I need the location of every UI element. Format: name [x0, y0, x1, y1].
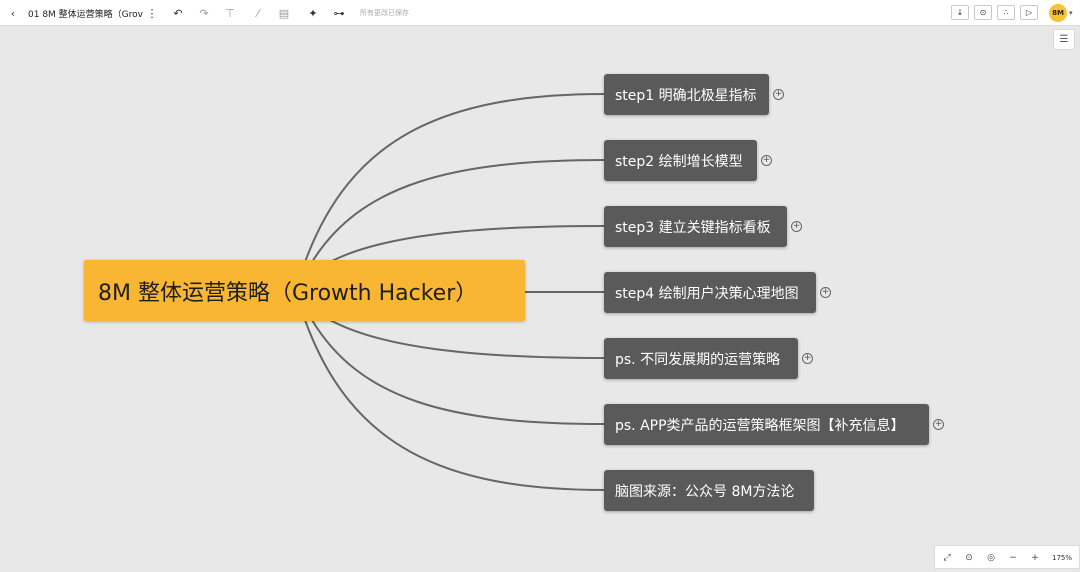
document-title[interactable]: 01 8M 整体运营策略（Grov	[28, 9, 143, 20]
share-icon[interactable]: ∴	[997, 5, 1015, 20]
topic-step4[interactable]: step4 绘制用户决策心理地图	[604, 272, 816, 313]
expand-plus-icon[interactable]: +	[820, 287, 831, 298]
zoom-level[interactable]: 175%	[1051, 554, 1072, 562]
topic-ps-stages[interactable]: ps. 不同发展期的运营策略	[604, 338, 798, 379]
more-vertical-icon[interactable]: ⋮	[146, 6, 158, 20]
zoom-in-button[interactable]: +	[1031, 553, 1039, 563]
avatar[interactable]: 8M	[1049, 4, 1067, 22]
link-step3	[329, 225, 605, 263]
topic-step1[interactable]: step1 明确北极星指标	[604, 74, 769, 115]
topic-step3[interactable]: step3 建立关键指标看板	[604, 206, 787, 247]
theme-icon[interactable]: ⊙	[974, 5, 992, 20]
chevron-left-icon[interactable]: ‹	[10, 6, 16, 20]
link-step1	[304, 93, 605, 263]
redo-icon[interactable]: ↷	[199, 6, 209, 20]
topic-step2[interactable]: step2 绘制增长模型	[604, 140, 757, 181]
link-ps1	[329, 319, 605, 359]
location-pin-icon[interactable]: ◎	[987, 553, 995, 563]
topic-source[interactable]: 脑图来源：公众号 8M方法论	[604, 470, 814, 511]
play-icon[interactable]: ▷	[1020, 5, 1038, 20]
topic-ps-app-framework[interactable]: ps. APP类产品的运营策略框架图【补充信息】	[604, 404, 929, 445]
save-status: 所有更改已保存	[360, 9, 409, 17]
format-painter-icon[interactable]: ⊤	[225, 6, 235, 20]
caret-down-icon[interactable]: ▾	[1069, 9, 1073, 17]
expand-plus-icon[interactable]: +	[791, 221, 802, 232]
link-ps2	[311, 319, 605, 425]
zoom-out-button[interactable]: −	[1009, 553, 1017, 563]
expand-plus-icon[interactable]: +	[761, 155, 772, 166]
expand-plus-icon[interactable]: +	[933, 419, 944, 430]
magic-wand-icon[interactable]: ✦	[308, 6, 318, 20]
expand-plus-icon[interactable]: +	[773, 89, 784, 100]
fit-screen-icon[interactable]: ⤢	[943, 553, 951, 563]
expand-plus-icon[interactable]: +	[802, 353, 813, 364]
undo-icon[interactable]: ↶	[173, 6, 183, 20]
brush-icon[interactable]: ⁄	[257, 6, 259, 20]
structure-icon[interactable]: ⊶	[333, 6, 345, 20]
link-source	[304, 319, 605, 491]
root-topic[interactable]: 8M 整体运营策略（Growth Hacker）	[84, 260, 525, 321]
download-icon[interactable]: ↓	[951, 5, 969, 20]
layout-icon[interactable]: ▤	[278, 6, 290, 20]
top-toolbar: ‹ 01 8M 整体运营策略（Grov ⋮ ↶ ↷ ⊤ ⁄ ▤ ✦ ⊶ 所有更改…	[0, 0, 1080, 26]
outline-icon[interactable]: ⊙	[965, 553, 973, 563]
zoom-bar: ⤢ ⊙ ◎ − + 175%	[934, 545, 1080, 569]
link-step2	[311, 159, 605, 263]
sliders-icon[interactable]: ☰	[1053, 29, 1075, 50]
